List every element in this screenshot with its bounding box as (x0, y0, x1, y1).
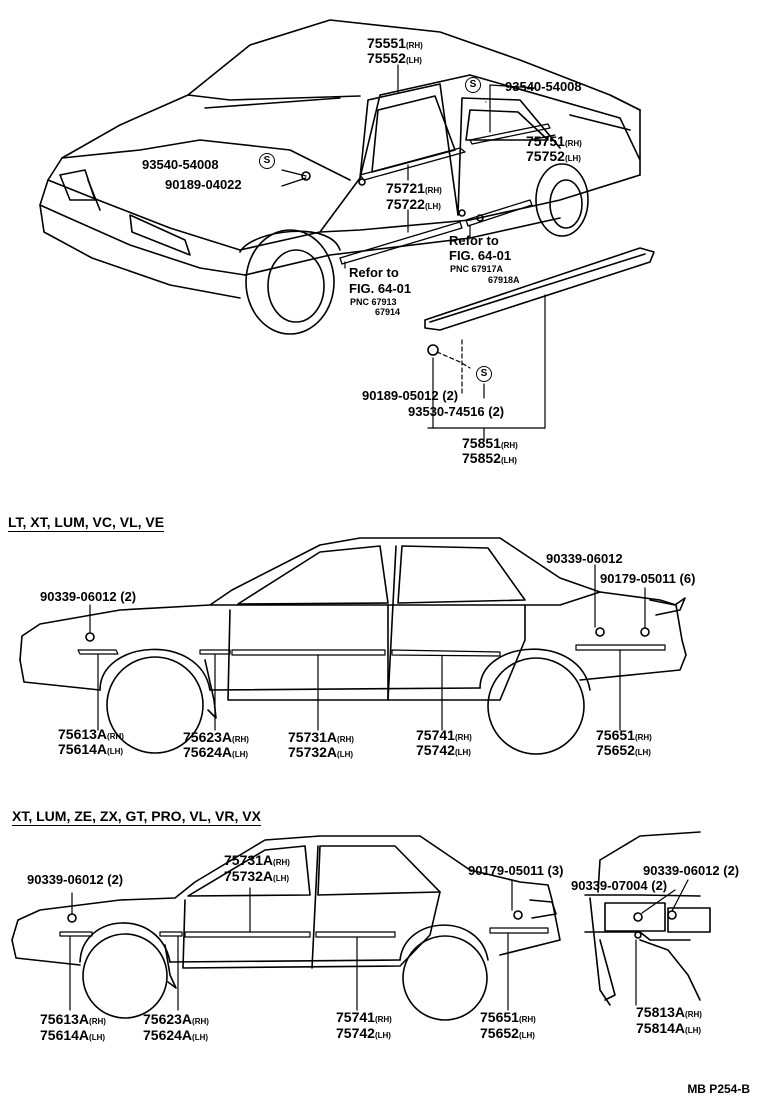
label-75742-bottom: 75742(LH) (336, 1025, 391, 1041)
label-90339-06012: 90339-06012 (546, 551, 623, 566)
label-75731A-bottom: 75731A(RH) (224, 852, 290, 868)
refer-a-pnc1: PNC 67917A (450, 264, 504, 274)
label-75651-bottom: 75651(RH) (480, 1009, 536, 1025)
refer-a-line2: FIG. 64-01 (449, 248, 512, 263)
top-car-drawing (40, 20, 640, 334)
label-75624A-mid: 75624A(LH) (183, 744, 249, 760)
label-75814A: 75814A(LH) (636, 1020, 702, 1036)
bottom-car-drawing (12, 836, 560, 1020)
label-75551: 75551(RH) (367, 35, 423, 51)
label-90339-07004: 90339-07004 (2) (571, 878, 668, 893)
label-75852: 75852(LH) (462, 450, 517, 466)
top-leader-lines (282, 65, 555, 440)
label-75652-bottom: 75652(LH) (480, 1025, 535, 1041)
label-75721: 75721(RH) (386, 180, 442, 196)
label-75623A-mid: 75623A(RH) (183, 729, 249, 745)
label-75813A: 75813A(RH) (636, 1004, 702, 1020)
label-75613A-mid: 75613A(RH) (58, 726, 124, 742)
label-90339-06012-2-bottom: 90339-06012 (2) (27, 872, 124, 887)
label-75652-mid: 75652(LH) (596, 742, 651, 758)
label-93530-74516: 93530-74516 (2) (408, 404, 505, 419)
label-90179-05011-6: 90179-05011 (6) (600, 571, 696, 586)
label-90179-05011-3: 90179-05011 (3) (468, 863, 564, 878)
refer-b-line2: FIG. 64-01 (349, 281, 412, 296)
middle-car-drawing (20, 538, 686, 754)
label-75741-mid: 75741(RH) (416, 727, 472, 743)
label-75623A-bottom: 75623A(RH) (143, 1011, 209, 1027)
label-75741-bottom: 75741(RH) (336, 1009, 392, 1025)
bottom-leader-lines (70, 880, 512, 1010)
s-symbol-icon: S (259, 153, 275, 169)
label-90339-06012-rear: 90339-06012 (2) (643, 863, 740, 878)
label-75722: 75722(LH) (386, 196, 441, 212)
label-90189-04022: 90189-04022 (165, 177, 242, 192)
rocker-molding-exploded (425, 248, 654, 355)
label-75614A-bottom: 75614A(LH) (40, 1027, 106, 1043)
label-75624A-bottom: 75624A(LH) (143, 1027, 209, 1043)
rear-detail-drawing (585, 832, 710, 1005)
middle-leader-lines (90, 565, 645, 730)
label-75751: 75751(RH) (526, 133, 582, 149)
label-75731A-mid: 75731A(RH) (288, 729, 354, 745)
middle-heading: LT, XT, LUM, VC, VL, VE (8, 514, 165, 532)
refer-b-pnc2: 67914 (375, 307, 401, 317)
label-93540-54008-b: 93540-54008 (142, 157, 219, 172)
rear-leader-lines (636, 880, 688, 1005)
refer-b-line1: Refor to (349, 265, 399, 280)
label-90339-06012-2: 90339-06012 (2) (40, 589, 137, 604)
label-75614A-mid: 75614A(LH) (58, 741, 124, 757)
bottom-heading: XT, LUM, ZE, ZX, GT, PRO, VL, VR, VX (12, 808, 261, 826)
label-75752: 75752(LH) (526, 148, 581, 164)
s-symbol-icon: S (465, 77, 481, 93)
figure-code: MB P254-B (687, 1082, 750, 1096)
label-75552: 75552(LH) (367, 50, 422, 66)
label-93540-54008-a: 93540-54008 (505, 79, 582, 94)
label-75732A-mid: 75732A(LH) (288, 744, 354, 760)
label-75851: 75851(RH) (462, 435, 518, 451)
label-75732A-bottom: 75732A(LH) (224, 868, 290, 884)
refer-a-line1: Refor to (449, 233, 499, 248)
label-75613A-bottom: 75613A(RH) (40, 1011, 106, 1027)
label-75651-mid: 75651(RH) (596, 727, 652, 743)
label-90189-05012: 90189-05012 (2) (362, 388, 459, 403)
label-75742-mid: 75742(LH) (416, 742, 471, 758)
refer-a-pnc2: 67918A (488, 275, 520, 285)
refer-b-pnc1: PNC 67913 (350, 297, 397, 307)
s-symbol-icon: S (476, 366, 492, 382)
